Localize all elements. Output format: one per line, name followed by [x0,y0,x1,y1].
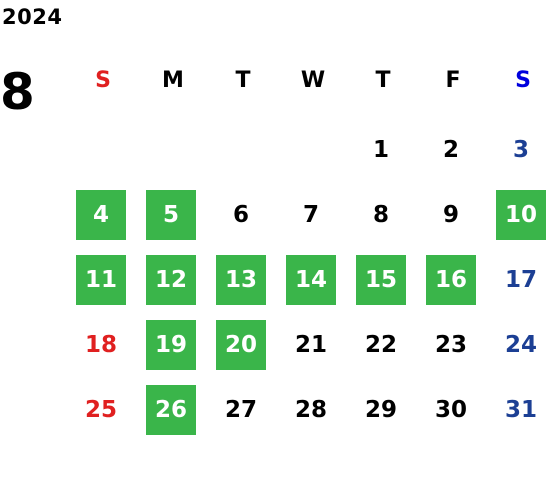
weekday-friday: F [445,68,461,93]
weekday-monday: M [162,68,184,93]
day-cell[interactable]: 11 [68,250,138,315]
day-number: 22 [364,332,397,358]
day-cell[interactable]: 12 [138,250,208,315]
weekday-wednesday: W [300,68,326,93]
calendar-year: 2024 [2,5,63,29]
day-cell[interactable]: 30 [418,380,488,445]
weekday-sunday: S [95,68,111,93]
day-number: 9 [442,202,459,228]
day-number: 18 [84,332,117,358]
day-cell[interactable]: 29 [348,380,418,445]
day-number: 6 [232,202,249,228]
calendar-month: 8 [0,63,35,121]
day-cell[interactable]: 24 [488,315,548,380]
day-highlighted: 4 [76,190,126,240]
day-highlighted: 10 [496,190,546,240]
day-cell[interactable]: 26 [138,380,208,445]
day-cell[interactable]: 10 [488,185,548,250]
day-number: 3 [512,137,529,163]
day-highlighted: 19 [146,320,196,370]
day-cell[interactable]: 2 [418,120,488,185]
day-cell[interactable]: 6 [208,185,278,250]
day-cell[interactable]: 8 [348,185,418,250]
day-number: 23 [434,332,467,358]
day-number: 7 [302,202,319,228]
weekday-thursday: T [375,68,391,93]
day-highlighted: 11 [76,255,126,305]
day-number: 25 [84,397,117,423]
day-cell[interactable]: 22 [348,315,418,380]
day-cell[interactable]: 20 [208,315,278,380]
day-number: 31 [504,397,537,423]
day-cell[interactable]: 5 [138,185,208,250]
day-cell[interactable]: 17 [488,250,548,315]
day-cell[interactable]: 31 [488,380,548,445]
weekday-tuesday: T [235,68,251,93]
day-highlighted: 14 [286,255,336,305]
day-cell[interactable]: 9 [418,185,488,250]
day-cell[interactable]: 14 [278,250,348,315]
day-cell[interactable]: 23 [418,315,488,380]
day-cell[interactable]: 16 [418,250,488,315]
day-cell[interactable]: 18 [68,315,138,380]
weekday-saturday: S [515,68,531,93]
day-cell[interactable]: 3 [488,120,548,185]
day-number: 24 [504,332,537,358]
day-cell[interactable]: 13 [208,250,278,315]
day-cell[interactable]: 19 [138,315,208,380]
day-cell[interactable]: 15 [348,250,418,315]
day-highlighted: 26 [146,385,196,435]
day-number: 21 [294,332,327,358]
day-highlighted: 20 [216,320,266,370]
day-highlighted: 15 [356,255,406,305]
day-number: 17 [504,267,537,293]
day-number: 1 [372,137,389,163]
day-highlighted: 12 [146,255,196,305]
day-highlighted: 13 [216,255,266,305]
day-cell[interactable]: 1 [348,120,418,185]
day-cell[interactable]: 7 [278,185,348,250]
day-cell[interactable]: 21 [278,315,348,380]
day-number: 2 [442,137,459,163]
day-cell[interactable]: 27 [208,380,278,445]
day-cell[interactable]: 25 [68,380,138,445]
day-highlighted: 5 [146,190,196,240]
day-number: 30 [434,397,467,423]
day-number: 28 [294,397,327,423]
day-number: 8 [372,202,389,228]
day-cell[interactable]: 28 [278,380,348,445]
day-number: 27 [224,397,257,423]
day-number: 29 [364,397,397,423]
day-highlighted: 16 [426,255,476,305]
day-cell[interactable]: 4 [68,185,138,250]
